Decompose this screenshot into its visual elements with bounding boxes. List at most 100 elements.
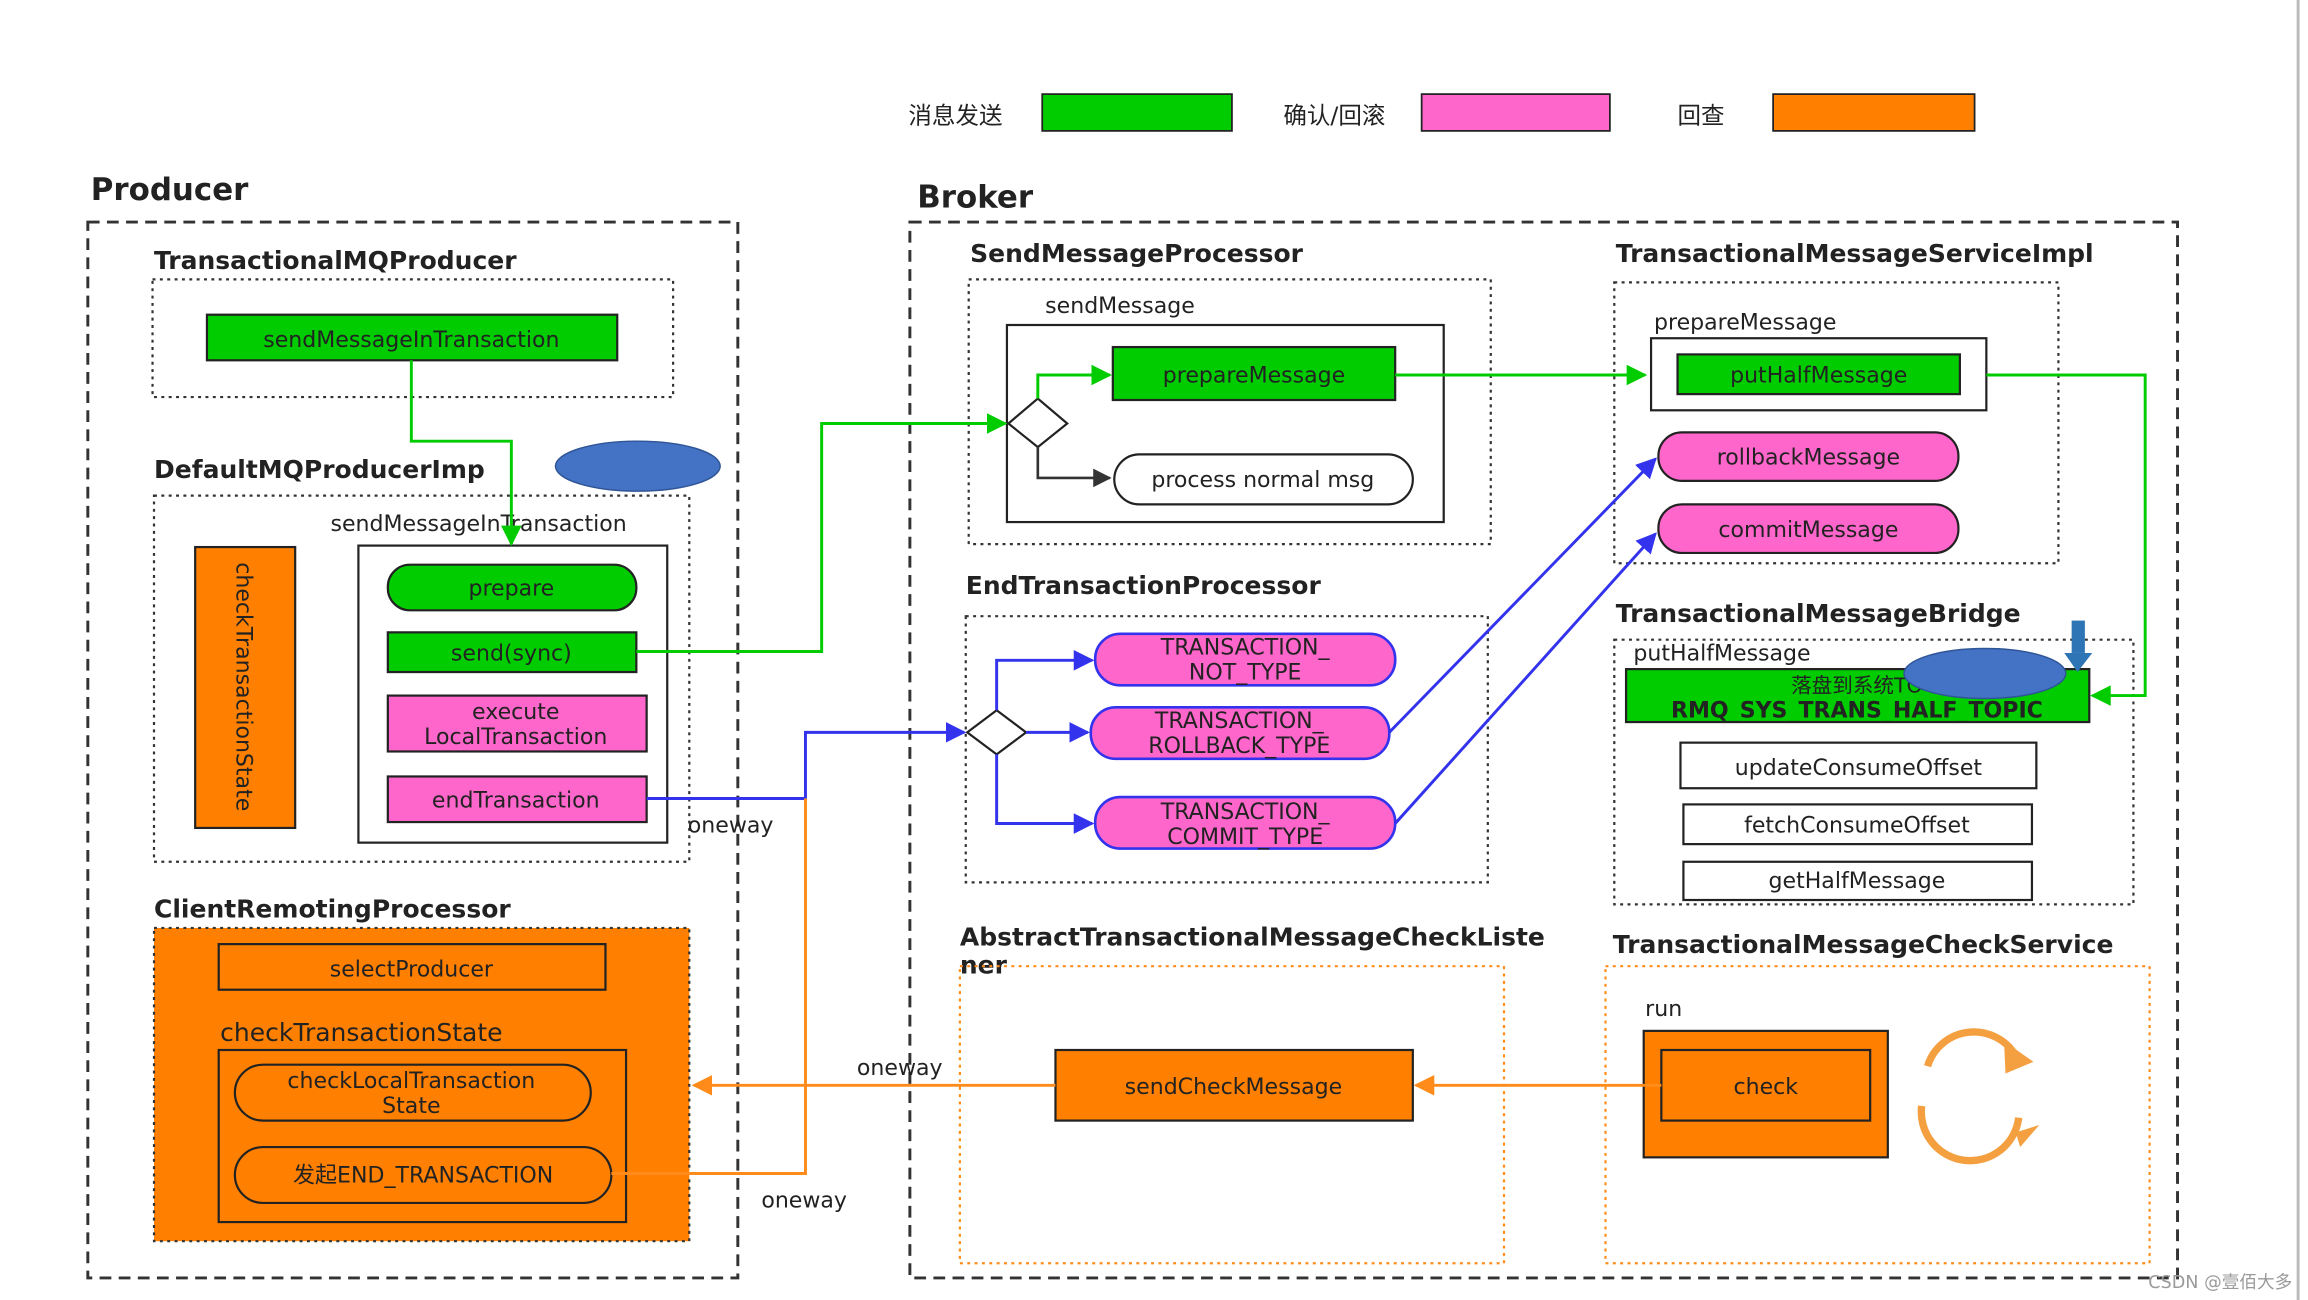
select-producer-label: selectProducer xyxy=(330,957,494,982)
edge-decision-to-normal xyxy=(1036,447,1112,488)
tx-bridge-title: TransactionalMessageBridge xyxy=(1616,599,2021,628)
legend: 消息发送 确认/回滚 回查 xyxy=(908,93,1976,132)
end-transaction-node[interactable] xyxy=(386,775,648,824)
tx-rollback-type-label-2: ROLLBACK_TYPE xyxy=(1148,734,1330,759)
edge-send-sync-to-broker xyxy=(636,413,1008,653)
process-normal-msg-node[interactable] xyxy=(1113,453,1414,506)
edges: oneway oneway oneway xyxy=(409,360,2147,1213)
broker-group: Broker SendMessageProcessor sendMessage … xyxy=(908,179,2179,1280)
check-tx-state-method-box xyxy=(217,1048,628,1224)
tx-commit-type-label-2: COMMIT_TYPE xyxy=(1167,825,1323,850)
store-half-topic-label-1: 落盘到系统TO xyxy=(1791,674,1923,698)
down-arrow-icon xyxy=(2064,620,2093,673)
legend-check-label: 回查 xyxy=(1678,102,1725,130)
process-normal-msg-label: process normal msg xyxy=(1151,468,1374,493)
edge-end-tx-to-broker xyxy=(646,722,967,800)
oneway-label-3: oneway xyxy=(761,1188,847,1213)
tx-not-type-label-2: NOT_TYPE xyxy=(1189,660,1302,685)
fetch-consume-offset-node[interactable] xyxy=(1682,803,2034,846)
edge-end-tx-request xyxy=(611,798,807,1175)
edge-decision-to-not-type xyxy=(995,650,1095,711)
edge-decision-to-prepare xyxy=(1036,364,1112,399)
tx-service-method-label: prepareMessage xyxy=(1654,310,1836,335)
default-mq-producer-impl-box xyxy=(152,494,691,863)
check-listener-title-2: ner xyxy=(960,951,1008,980)
update-consume-offset-label: updateConsumeOffset xyxy=(1735,756,1983,781)
check-service-title: TransactionalMessageCheckService xyxy=(1613,930,2114,959)
legend-check-swatch xyxy=(1772,93,1976,132)
legend-confirm-swatch xyxy=(1420,93,1611,132)
broker-boundary xyxy=(908,220,2179,1280)
send-message-processor-box xyxy=(967,278,1492,546)
watermark: CSDN @壹佰大多 xyxy=(2148,1272,2292,1293)
edge-commit-type-to-commit xyxy=(1394,532,1657,825)
check-transaction-state-label: checkTransactionState xyxy=(230,562,255,811)
select-producer-node[interactable] xyxy=(217,943,607,991)
end-transaction-label: endTransaction xyxy=(432,788,600,813)
check-listener-title-1: AbstractTransactionalMessageCheckListe xyxy=(960,923,1545,952)
check-tx-state-method-label: checkTransactionState xyxy=(220,1018,502,1047)
broker-title: Broker xyxy=(917,179,1034,215)
highlight-ellipse xyxy=(554,440,721,492)
oneway-label-1: oneway xyxy=(688,813,774,838)
edge-put-half-to-store xyxy=(1986,373,2147,706)
commit-message-node[interactable] xyxy=(1657,503,1960,555)
put-half-message-label: putHalfMessage xyxy=(1730,363,1907,388)
commit-message-label: commitMessage xyxy=(1718,518,1898,543)
rollback-message-node[interactable] xyxy=(1657,431,1960,482)
update-consume-offset-node[interactable] xyxy=(1679,741,2038,790)
check-local-tx-state-label-1: checkLocalTransaction xyxy=(287,1069,535,1094)
end-tx-processor-box xyxy=(964,615,1489,884)
legend-send-swatch xyxy=(1041,93,1233,132)
tx-service-impl-title: TransactionalMessageServiceImpl xyxy=(1616,239,2094,268)
execute-local-tx-node[interactable] xyxy=(386,694,648,753)
execute-local-tx-label-1: execute xyxy=(472,700,559,725)
execute-local-tx-label-2: LocalTransaction xyxy=(424,725,607,750)
send-in-tx-node[interactable] xyxy=(205,313,619,362)
send-check-message-node[interactable] xyxy=(1054,1048,1414,1122)
tx-not-type-label-1: TRANSACTION_ xyxy=(1160,635,1331,660)
send-message-processor-title: SendMessageProcessor xyxy=(970,239,1304,268)
rollback-message-label: rollbackMessage xyxy=(1717,446,1900,471)
edge-decision-to-commit-type xyxy=(995,754,1095,834)
prepare-node[interactable] xyxy=(386,563,638,612)
send-message-decision xyxy=(1006,397,1069,449)
prepare-message-label: prepareMessage xyxy=(1163,363,1345,388)
client-remoting-processor-title: ClientRemotingProcessor xyxy=(154,895,511,924)
producer-boundary xyxy=(86,220,740,1280)
edge-send-tx-to-impl xyxy=(409,360,522,547)
highlight-ellipse-2 xyxy=(1903,647,2067,700)
tx-service-impl-box xyxy=(1613,281,2060,565)
prepare-label: prepare xyxy=(468,577,554,602)
send-in-tx-method-label: sendMessageInTransaction xyxy=(330,512,626,537)
default-mq-producer-impl-title: DefaultMQProducerImp xyxy=(154,455,485,484)
check-local-tx-state-node[interactable] xyxy=(233,1063,592,1122)
check-service-box xyxy=(1604,965,2151,1265)
send-message-method-label: sendMessage xyxy=(1045,294,1195,319)
end-tx-processor-title: EndTransactionProcessor xyxy=(966,571,1322,600)
store-half-topic-label-2: RMQ_SYS_TRANS_HALF_TOPIC xyxy=(1671,699,2043,724)
tx-not-type-node[interactable] xyxy=(1093,632,1397,687)
prepare-message-node[interactable] xyxy=(1111,345,1397,402)
transactional-mq-producer-title: TransactionalMQProducer xyxy=(154,246,517,275)
end-tx-decision xyxy=(965,708,1028,756)
loop-refresh-icon xyxy=(1917,1028,2040,1165)
tx-bridge-method-label: putHalfMessage xyxy=(1633,641,1810,666)
get-half-message-node[interactable] xyxy=(1682,860,2034,902)
put-half-message-node[interactable] xyxy=(1676,353,1961,396)
fetch-consume-offset-label: fetchConsumeOffset xyxy=(1744,813,1970,838)
send-sync-label: send(sync) xyxy=(451,641,572,666)
send-sync-node[interactable] xyxy=(386,631,638,674)
oneway-label-2: oneway xyxy=(857,1056,943,1081)
producer-title: Producer xyxy=(91,172,249,208)
check-listener-box xyxy=(958,965,1506,1265)
send-in-tx-label: sendMessageInTransaction xyxy=(263,328,559,353)
tx-rollback-type-node[interactable] xyxy=(1089,706,1391,761)
edge-rollback-type-to-rollback xyxy=(1388,457,1657,734)
check-transaction-state-bar[interactable] xyxy=(194,545,297,830)
producer-group: Producer TransactionalMQProducer sendMes… xyxy=(86,172,740,1280)
check-node[interactable] xyxy=(1660,1048,1872,1122)
check-local-tx-state-label-2: State xyxy=(382,1094,440,1119)
get-half-message-label: getHalfMessage xyxy=(1769,869,1946,894)
send-check-message-label: sendCheckMessage xyxy=(1125,1075,1342,1100)
